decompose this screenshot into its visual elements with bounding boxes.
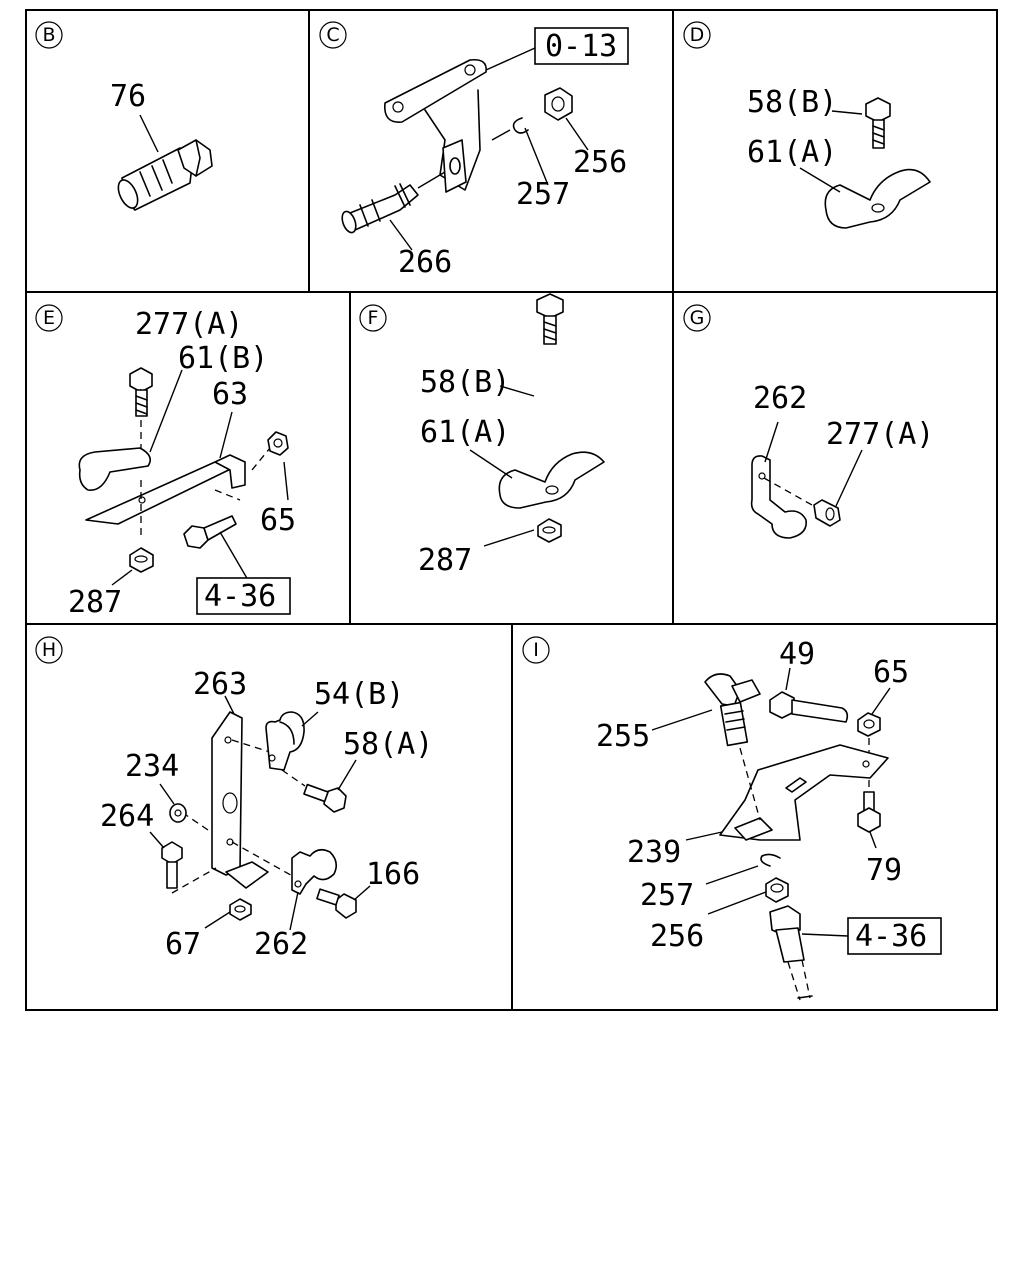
label-262-h: 262: [254, 927, 308, 962]
bolt-79: [857, 791, 881, 833]
panel-e: E: [35, 304, 296, 620]
label-277a-e: 277(A): [135, 307, 243, 342]
label-256-i: 256: [650, 919, 704, 954]
svg-text:H: H: [42, 639, 56, 661]
bolt-166: [316, 888, 357, 919]
nut-67: [229, 898, 252, 921]
label-234: 234: [125, 749, 179, 784]
svg-text:F: F: [368, 307, 379, 329]
label-277a-g: 277(A): [826, 417, 934, 452]
clip-262-g: [750, 455, 807, 539]
nut-256: [544, 87, 573, 121]
svg-text:4-36: 4-36: [855, 919, 927, 954]
ref-box-4-36-e: 4-36: [196, 577, 291, 615]
ref-box-0-13: 0-13: [534, 27, 629, 65]
clamp-54b: [265, 711, 305, 771]
bolt-58b: [865, 97, 891, 149]
label-65-e: 65: [260, 503, 296, 538]
panel-tag-g: G: [683, 304, 711, 332]
label-61a-d: 61(A): [747, 135, 837, 170]
tee-fitting-255: [704, 673, 761, 747]
label-256: 256: [573, 145, 627, 180]
label-61a-f: 61(A): [420, 415, 510, 450]
label-58b-f: 58(B): [420, 365, 510, 400]
nut-65: [267, 431, 289, 456]
label-54b: 54(B): [314, 677, 404, 712]
svg-text:E: E: [43, 307, 55, 329]
label-79: 79: [866, 853, 902, 888]
panel-tag-e: E: [35, 304, 63, 332]
bracket-63: [85, 454, 246, 525]
panel-tag-c: C: [319, 21, 347, 49]
panel-i: I: [522, 636, 942, 1001]
clamp-61a-f: [498, 451, 605, 509]
svg-text:G: G: [690, 307, 705, 329]
label-257: 257: [516, 177, 570, 212]
svg-text:I: I: [533, 639, 539, 661]
nut-287-f: [537, 518, 562, 543]
label-58a: 58(A): [343, 727, 433, 762]
label-58b-d: 58(B): [747, 85, 837, 120]
label-287-e: 287: [68, 585, 122, 620]
panel-frames: [25, 9, 998, 1011]
panel-d: D 58(B) 61(A): [683, 21, 931, 229]
label-67: 67: [165, 927, 201, 962]
bracket-plate: [384, 58, 487, 193]
label-76: 76: [110, 79, 146, 114]
bolt-58a: [303, 783, 347, 813]
bolt-264: [161, 841, 183, 889]
panel-tag-d: D: [683, 21, 711, 49]
panel-tag-b: B: [35, 21, 63, 49]
clamp-61b: [78, 447, 151, 491]
label-255: 255: [596, 719, 650, 754]
panel-tag-i: I: [522, 636, 550, 664]
clip-262-h: [291, 848, 338, 895]
nut-287-e: [129, 547, 154, 573]
panel-tag-h: H: [35, 636, 63, 664]
bolt-58b-f: [536, 293, 564, 345]
label-266: 266: [398, 245, 452, 280]
bracket-239: [719, 744, 889, 841]
hose-fitting-49: [769, 691, 849, 723]
label-287-f: 287: [418, 543, 472, 578]
nut-256-i: [765, 877, 789, 903]
label-49: 49: [779, 637, 815, 672]
label-65-i: 65: [873, 655, 909, 690]
bolt-277a-g: [813, 499, 841, 527]
washer-257-i: [760, 853, 781, 867]
connector-266: [341, 183, 419, 234]
nut-65-i: [857, 712, 881, 737]
label-263: 263: [193, 667, 247, 702]
bolt-4-36-e: [183, 515, 237, 549]
panel-b: B 76: [35, 21, 213, 211]
panel-f: F 58(B) 61(A) 287: [359, 293, 605, 578]
lock-washer-257: [512, 117, 529, 134]
pipe-4-36-i: [769, 905, 813, 1001]
panel-g: G 262 277(A): [683, 304, 934, 539]
label-61b: 61(B): [178, 341, 268, 376]
panel-c: C 0-13 256: [319, 21, 629, 280]
label-63: 63: [212, 377, 248, 412]
label-257-i: 257: [640, 878, 694, 913]
svg-text:D: D: [690, 24, 705, 46]
svg-text:C: C: [326, 24, 339, 46]
label-166: 166: [366, 857, 420, 892]
panel-h: H: [35, 636, 433, 962]
bracket-263: [211, 711, 269, 889]
label-264: 264: [100, 799, 154, 834]
svg-text:0-13: 0-13: [545, 29, 617, 64]
svg-text:B: B: [42, 24, 55, 46]
label-239: 239: [627, 835, 681, 870]
washer-234: [169, 803, 187, 823]
label-262-g: 262: [753, 381, 807, 416]
bolt-277a: [129, 367, 153, 417]
clamp-61a: [824, 168, 931, 229]
union-fitting-76: [117, 139, 213, 211]
svg-text:4-36: 4-36: [204, 579, 276, 614]
ref-box-4-36-i: 4-36: [847, 917, 942, 955]
panel-tag-f: F: [359, 304, 387, 332]
